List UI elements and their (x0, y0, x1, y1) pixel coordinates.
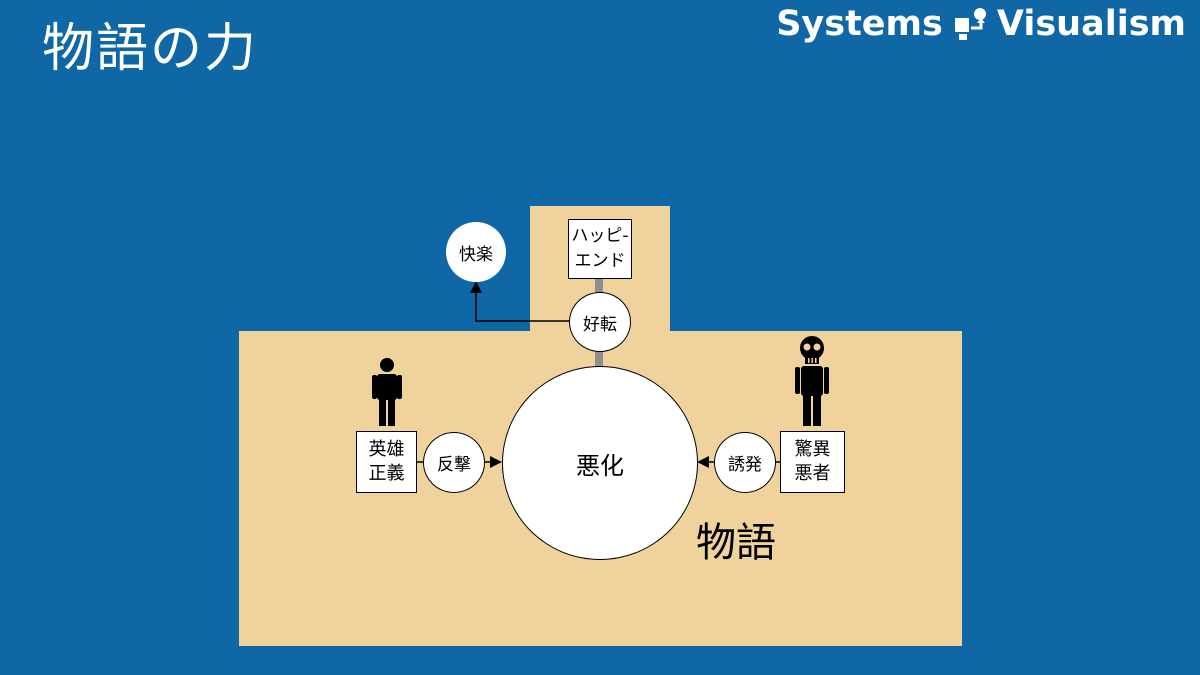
counterattack-node: 反撃 (423, 432, 485, 493)
villain-line2: 悪者 (794, 463, 831, 484)
brand-name-left: Systems (776, 4, 943, 44)
story-label: 物語 (696, 520, 776, 566)
villain-skull-person-icon (795, 336, 829, 426)
counterattack-label: 反撃 (437, 455, 471, 475)
hero-line1: 英雄 (368, 439, 405, 460)
brand-logo: Systems Visualism (776, 4, 1186, 44)
happy-end-line2: エンド (574, 251, 626, 271)
connector-improvement-deterioration (595, 349, 603, 367)
arrow-improvement-to-pleasure (475, 292, 570, 322)
arrow-head-deterioration-left (490, 456, 502, 468)
villain-line1: 驚異 (794, 439, 831, 460)
provocation-label: 誘発 (728, 455, 762, 475)
hero-person-icon (372, 358, 402, 426)
hero-line2: 正義 (368, 463, 405, 484)
happy-end-box: ハッピ- エンド (568, 219, 632, 279)
deterioration-label: 悪化 (576, 451, 624, 480)
villain-box: 驚異 悪者 (780, 431, 845, 493)
happy-end-line1: ハッピ- (571, 226, 629, 246)
page-title: 物語の力 (42, 19, 259, 79)
arrow-head-pleasure (470, 281, 482, 293)
improvement-label: 好転 (583, 314, 617, 335)
hero-box: 英雄 正義 (356, 431, 417, 493)
arrow-head-deterioration-right (697, 456, 709, 468)
deterioration-node: 悪化 (502, 366, 698, 560)
improvement-node: 好転 (569, 292, 631, 352)
brand-name-right: Visualism (996, 4, 1186, 44)
systems-visualism-logo-icon (954, 8, 986, 40)
provocation-node: 誘発 (714, 432, 776, 493)
pleasure-node: 快楽 (446, 222, 506, 282)
connector-happyend-improvement (595, 279, 603, 293)
pleasure-label: 快楽 (459, 244, 493, 265)
